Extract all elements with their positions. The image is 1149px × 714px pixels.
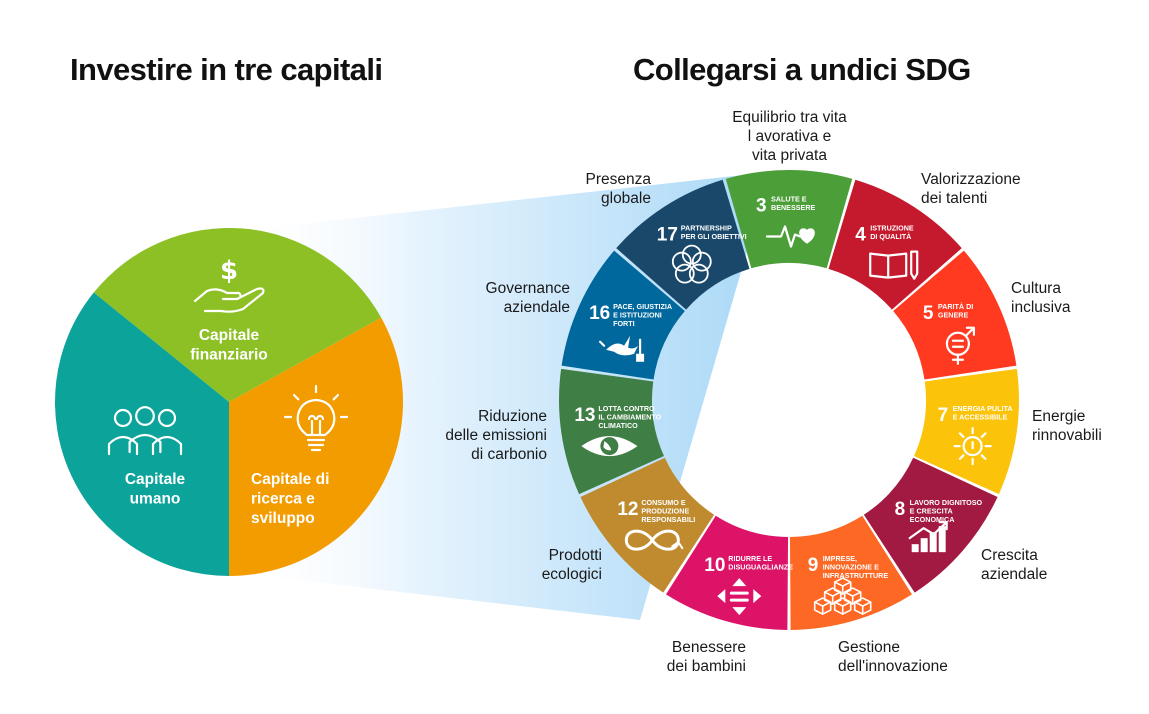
sdg-number: 10	[704, 555, 725, 576]
sdg-segment-fill	[558, 368, 664, 495]
capital-slice-fill	[229, 317, 403, 576]
equality-arrows-icon	[717, 578, 762, 616]
sdg-outer-label-16: Governance aziendale	[485, 280, 570, 316]
sdg-segment-fill	[666, 515, 789, 630]
sun-power-icon	[953, 427, 992, 466]
sdg-outer-label-10: Benessere dei bambini	[666, 639, 746, 675]
gender-equality-icon	[945, 326, 976, 365]
sdg-number: 12	[617, 499, 638, 520]
sdg-segment-fill	[580, 457, 715, 593]
sdg-outer-label-3: Equilibrio tra vita l avorativa e vita p…	[732, 109, 847, 164]
sdg-segment-16	[561, 250, 685, 380]
sdg-outer-label-5: Cultura inclusiva	[1011, 280, 1071, 316]
sdg-outer-label-8: Crescita aziendale	[981, 547, 1048, 583]
sdg-number: 13	[574, 405, 595, 426]
cubes-icon	[813, 577, 872, 615]
sdg-segment-13	[558, 368, 664, 495]
rings-icon	[671, 244, 712, 284]
book-pencil-icon	[869, 250, 919, 280]
right-title: Collegarsi a undici SDG	[633, 52, 971, 87]
sdg-segment-fill	[725, 169, 853, 269]
capital-slice-fill	[93, 227, 382, 402]
svg-text:$: $	[220, 256, 238, 286]
sdg-segment-4	[828, 179, 962, 310]
sdg-segment-fill	[616, 179, 750, 310]
dove-gavel-icon	[598, 335, 645, 362]
sdg-number: 17	[657, 225, 678, 246]
sdg-outer-label-12: Prodotti ecologici	[541, 547, 602, 583]
sdg-number: 8	[895, 499, 906, 520]
sdg-segment-12	[580, 457, 715, 593]
sdg-segment-fill	[893, 250, 1017, 380]
sdg-segment-fill	[914, 368, 1019, 495]
sdg-outer-label-17: Presenza globale	[585, 171, 651, 207]
sdg-segment-17	[616, 179, 750, 310]
heartbeat-icon	[765, 225, 815, 248]
sdg-segment-fill	[561, 250, 685, 380]
sdg-number: 3	[756, 196, 767, 217]
sdg-number: 9	[808, 555, 819, 576]
infinity-icon	[624, 529, 684, 551]
sdg-outer-label-4: Valorizzazione dei talenti	[921, 171, 1021, 207]
eye-globe-icon	[581, 436, 638, 457]
sdg-number: 5	[923, 303, 934, 324]
sdg-segment-10	[666, 515, 789, 630]
sdg-segment-3	[725, 169, 853, 269]
sdg-outer-label-7: Energie rinnovabili	[1032, 408, 1102, 444]
sdg-outer-label-13: Riduzione delle emissioni di carbonio	[445, 408, 547, 463]
sdg-segment-8	[863, 457, 998, 593]
sdg-segment-fill	[863, 457, 998, 593]
people-group-icon	[107, 406, 183, 456]
left-title: Investire in tre capitali	[70, 52, 383, 87]
sdg-segment-fill	[828, 179, 962, 310]
sdg-segment-9	[789, 515, 912, 630]
sdg-segment-fill	[789, 515, 912, 630]
sdg-number: 7	[938, 405, 949, 426]
sdg-segment-5	[893, 250, 1017, 380]
sdg-number: 4	[855, 225, 866, 246]
lightbulb-icon	[283, 384, 349, 452]
sdg-number: 16	[589, 303, 610, 324]
sdg-outer-label-9: Gestione dell'innovazione	[838, 639, 948, 675]
growth-chart-icon	[908, 521, 948, 553]
sdg-segment-7	[914, 368, 1019, 495]
hand-dollar-icon: $	[193, 256, 265, 313]
